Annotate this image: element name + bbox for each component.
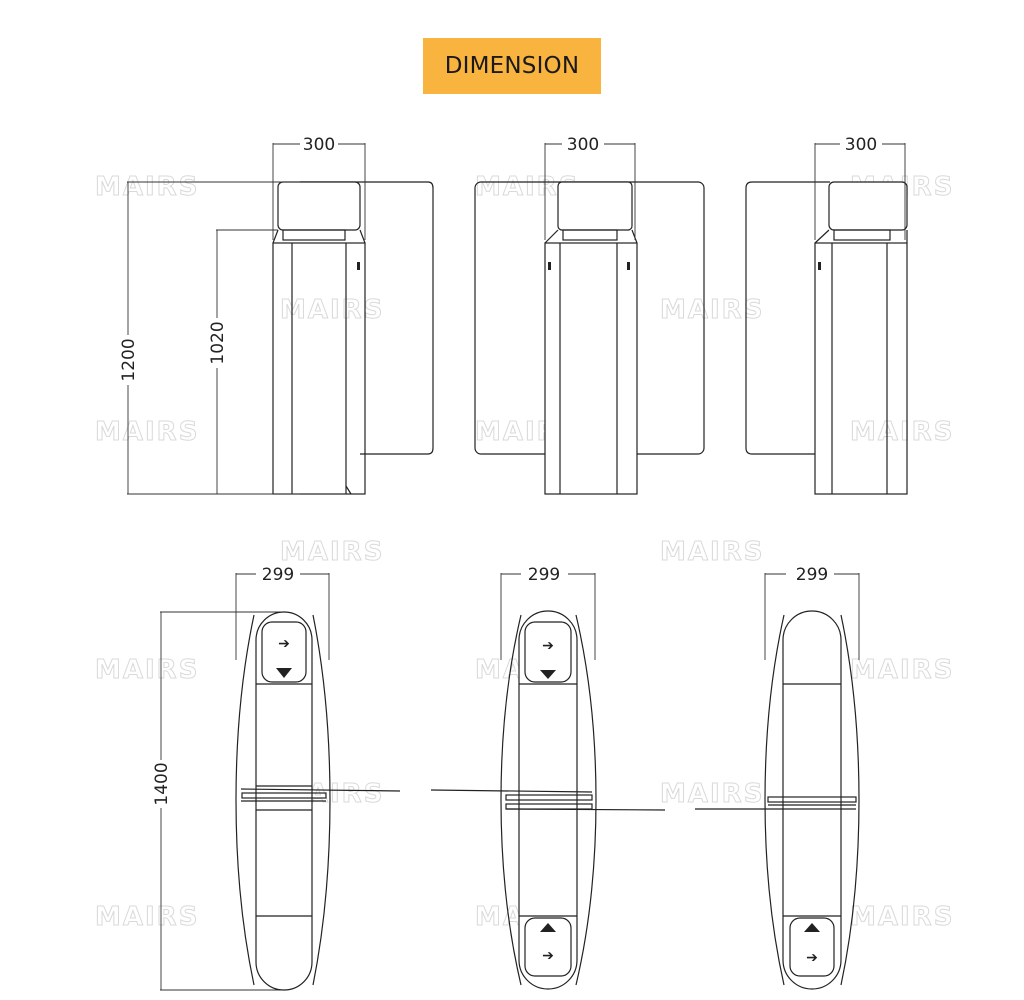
watermark: MAIRS [850, 417, 954, 447]
chevron-up-icon [540, 923, 556, 932]
plan-view-right: 299 ➔ [695, 565, 860, 990]
dim-width-300: 300 [567, 135, 599, 155]
front-view-left: 300 1200 1020 [119, 135, 434, 495]
plan-view-left: 299 1400 ➔ [152, 565, 401, 991]
chevron-down-icon [540, 670, 556, 679]
chevron-up-icon [804, 923, 820, 932]
front-view-right: 300 [745, 135, 908, 495]
title-badge: DIMENSION [423, 38, 601, 94]
watermark: MAIRS [95, 902, 199, 932]
watermark: MAIRS [95, 417, 199, 447]
title-text: DIMENSION [444, 53, 580, 79]
chevron-down-icon [276, 668, 292, 678]
dim-plan-width-299: 299 [528, 565, 560, 585]
entry-arrow-icon: ➔ [542, 637, 554, 653]
watermark: MAIRS [95, 172, 199, 202]
dim-plan-width-299: 299 [262, 565, 294, 585]
watermark: MAIRS [280, 295, 384, 325]
dim-plan-width-299: 299 [796, 565, 828, 585]
watermark: MAIRS [95, 655, 199, 685]
watermark: MAIRS [280, 537, 384, 567]
watermark: MAIRS [850, 902, 954, 932]
entry-arrow-icon: ➔ [806, 949, 818, 965]
entry-arrow-icon: ➔ [542, 947, 554, 963]
dim-height-1200: 1200 [119, 338, 139, 381]
watermark: MAIRS [660, 779, 764, 809]
dim-width-300: 300 [303, 135, 335, 155]
entry-arrow-icon: ➔ [278, 635, 290, 651]
watermark: MAIRS [660, 537, 764, 567]
plan-view-middle: 299 ➔ ➔ [430, 565, 666, 990]
dim-plan-length-1400: 1400 [152, 762, 172, 805]
front-view-middle: 300 [474, 135, 705, 495]
dim-height-1020: 1020 [208, 321, 228, 364]
watermark: MAIRS [660, 295, 764, 325]
dim-width-300: 300 [845, 135, 877, 155]
watermark: MAIRS [850, 655, 954, 685]
